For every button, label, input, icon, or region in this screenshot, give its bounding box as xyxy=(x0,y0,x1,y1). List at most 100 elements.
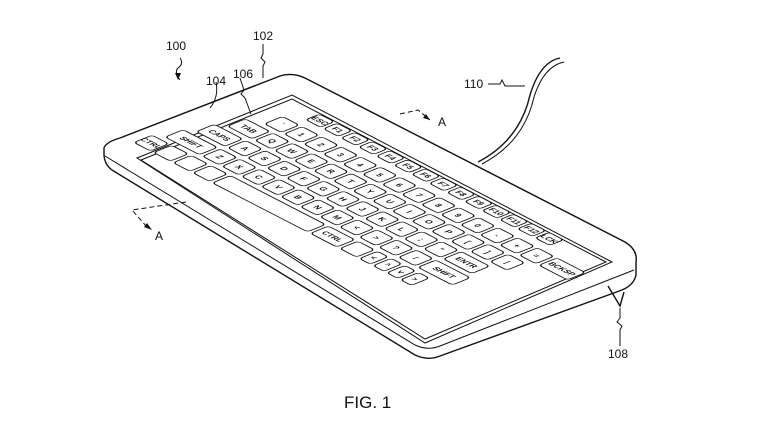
key[interactable] xyxy=(333,173,368,189)
virtual-keyboard: ESCF1F2F3F4F5F6F7F8F9F10F11F12LCK`123456… xyxy=(134,114,585,286)
key[interactable] xyxy=(242,169,277,185)
key-label: W xyxy=(284,148,299,155)
key[interactable] xyxy=(500,238,535,254)
key[interactable] xyxy=(196,124,242,146)
key[interactable] xyxy=(482,205,510,218)
key[interactable] xyxy=(228,140,263,156)
key[interactable] xyxy=(284,127,319,143)
key[interactable] xyxy=(451,234,486,250)
key-label: C xyxy=(252,174,266,180)
key[interactable] xyxy=(275,143,310,159)
key[interactable] xyxy=(373,194,408,210)
key[interactable] xyxy=(323,123,351,136)
key-label: F5 xyxy=(400,162,417,170)
key[interactable] xyxy=(227,119,270,139)
key[interactable] xyxy=(265,116,300,133)
key[interactable] xyxy=(471,244,506,260)
key[interactable] xyxy=(402,187,437,203)
key[interactable] xyxy=(345,201,380,217)
key[interactable] xyxy=(359,251,388,264)
key[interactable] xyxy=(323,147,358,163)
key-label: < xyxy=(367,255,380,261)
key[interactable] xyxy=(443,252,489,274)
key-label: + xyxy=(510,243,523,249)
key-label: F6 xyxy=(417,172,434,180)
key-label: X xyxy=(232,164,246,170)
key[interactable] xyxy=(431,224,466,240)
key[interactable] xyxy=(401,272,430,286)
key[interactable] xyxy=(326,191,361,207)
key[interactable] xyxy=(539,258,585,280)
key[interactable] xyxy=(340,220,375,236)
key[interactable] xyxy=(359,141,387,155)
key[interactable] xyxy=(304,137,339,153)
key[interactable] xyxy=(294,153,329,169)
key[interactable] xyxy=(465,196,493,209)
key[interactable] xyxy=(314,163,349,179)
key[interactable] xyxy=(461,217,496,234)
key-label: | xyxy=(502,260,512,264)
key[interactable] xyxy=(365,211,400,227)
key[interactable] xyxy=(193,165,228,181)
key[interactable] xyxy=(373,258,402,271)
key[interactable] xyxy=(267,161,302,177)
key[interactable] xyxy=(398,250,433,266)
key[interactable] xyxy=(447,187,475,200)
key[interactable] xyxy=(379,240,414,256)
key[interactable] xyxy=(341,132,369,145)
key[interactable] xyxy=(363,167,398,183)
key[interactable] xyxy=(490,254,525,270)
key[interactable] xyxy=(500,214,528,227)
key[interactable] xyxy=(134,135,169,151)
key-label: F xyxy=(297,176,310,182)
key[interactable] xyxy=(394,160,422,173)
key[interactable] xyxy=(418,260,470,285)
key[interactable] xyxy=(384,221,419,237)
key[interactable] xyxy=(300,199,335,215)
key-label: V xyxy=(272,184,286,190)
key[interactable] xyxy=(343,157,378,173)
key[interactable] xyxy=(376,150,404,164)
key[interactable] xyxy=(340,241,375,257)
key[interactable] xyxy=(480,228,515,244)
key[interactable] xyxy=(392,204,427,220)
key-label: I xyxy=(404,210,414,214)
key-label: v xyxy=(395,269,408,275)
key[interactable] xyxy=(387,265,416,278)
key[interactable] xyxy=(154,145,189,161)
key[interactable] xyxy=(173,155,208,171)
key[interactable] xyxy=(382,177,417,193)
key[interactable] xyxy=(281,189,316,205)
key[interactable] xyxy=(286,171,321,187)
key[interactable] xyxy=(404,231,439,247)
key[interactable] xyxy=(306,181,341,197)
key[interactable] xyxy=(353,184,388,200)
key[interactable] xyxy=(421,197,456,213)
key[interactable] xyxy=(202,149,237,165)
key[interactable] xyxy=(261,179,296,195)
key[interactable] xyxy=(212,176,325,232)
key[interactable] xyxy=(424,241,459,257)
key[interactable] xyxy=(255,133,290,149)
key[interactable] xyxy=(320,210,355,226)
key-label: F9 xyxy=(470,199,487,207)
key[interactable] xyxy=(359,230,394,246)
key-label: ^ xyxy=(381,262,394,268)
key[interactable] xyxy=(517,223,545,236)
key[interactable] xyxy=(310,226,354,247)
key[interactable] xyxy=(535,232,563,245)
key-label: F1 xyxy=(329,126,346,134)
key-label: K xyxy=(375,216,389,222)
key[interactable] xyxy=(441,207,476,223)
key[interactable] xyxy=(306,114,334,127)
key[interactable] xyxy=(519,248,554,264)
key[interactable] xyxy=(222,159,257,175)
key[interactable] xyxy=(429,178,457,191)
key[interactable] xyxy=(412,214,447,230)
key[interactable] xyxy=(412,169,440,182)
key-label: J xyxy=(356,206,368,211)
key-label: Y xyxy=(363,189,377,195)
key[interactable] xyxy=(247,151,282,167)
ref-numeral-100: 100 xyxy=(166,39,186,53)
key[interactable] xyxy=(165,130,217,155)
